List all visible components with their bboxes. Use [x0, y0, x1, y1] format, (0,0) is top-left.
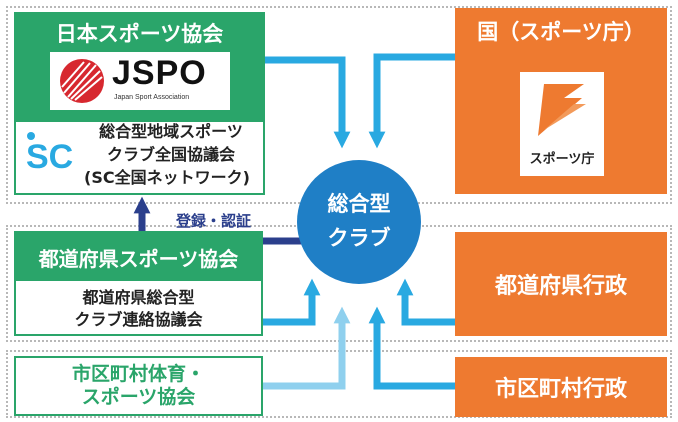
- jspo-fan-icon: [60, 59, 104, 103]
- arrow-national-to-club: [368, 53, 455, 149]
- arrow-pref-gov-to-club: [396, 278, 455, 326]
- prefecture-sports-association-box: 都道府県スポーツ協会 都道府県総合型 クラブ連絡協議会: [14, 231, 263, 336]
- prefecture-club-council-line1: 都道府県総合型: [82, 288, 195, 307]
- jspo-logo-subtext: Japan Sport Association: [114, 94, 190, 101]
- jspo-box: 日本スポーツ協会 JSPO Japan Sport Association SC…: [14, 12, 265, 195]
- prefecture-sports-association-header: 都道府県スポーツ協会: [16, 233, 261, 281]
- sc-network-name-line1: 総合型地域スポーツ: [99, 122, 243, 141]
- municipal-sports-association-line2: スポーツ協会: [81, 386, 196, 408]
- svg-text:SC: SC: [26, 138, 73, 174]
- jspo-logo-panel: JSPO Japan Sport Association: [50, 52, 230, 110]
- jspo-header-title: 日本スポーツ協会: [55, 22, 224, 46]
- comprehensive-club-circle: 総合型 クラブ: [297, 160, 421, 284]
- sports-agency-logo-panel: スポーツ庁: [520, 72, 604, 176]
- prefectural-government-box: 都道府県行政: [455, 232, 667, 336]
- sc-logo: SC: [24, 128, 74, 176]
- municipal-sports-association-line1: 市区町村体育・: [71, 363, 205, 386]
- arrow-muni-assoc-to-club: [263, 306, 351, 390]
- prefecture-club-council-line2: クラブ連絡協議会: [74, 310, 203, 329]
- club-circle-line2: クラブ: [327, 226, 391, 250]
- municipal-sports-association-box: 市区町村体育・ スポーツ協会: [14, 356, 263, 416]
- sc-network-name-line3: (SC全国ネットワーク): [84, 168, 250, 187]
- registration-certification-label: 登録・認証: [176, 212, 252, 230]
- club-circle-line1: 総合型: [327, 192, 391, 217]
- municipal-government-box: 市区町村行政: [455, 357, 667, 417]
- arrow-jspo-to-club: [265, 56, 351, 149]
- national-government-box: 国（スポーツ庁） スポーツ庁: [455, 8, 667, 194]
- national-government-title: 国（スポーツ庁）: [477, 20, 645, 44]
- arrow-muni-gov-to-club: [368, 306, 455, 390]
- sc-network-name-line2: クラブ全国協議会: [106, 145, 235, 164]
- sports-agency-logo-text: スポーツ庁: [529, 152, 595, 167]
- jspo-logo-text: JSPO: [112, 54, 207, 92]
- arrow-pref-assoc-to-club: [263, 278, 321, 326]
- sports-agency-mark-icon: [538, 84, 586, 136]
